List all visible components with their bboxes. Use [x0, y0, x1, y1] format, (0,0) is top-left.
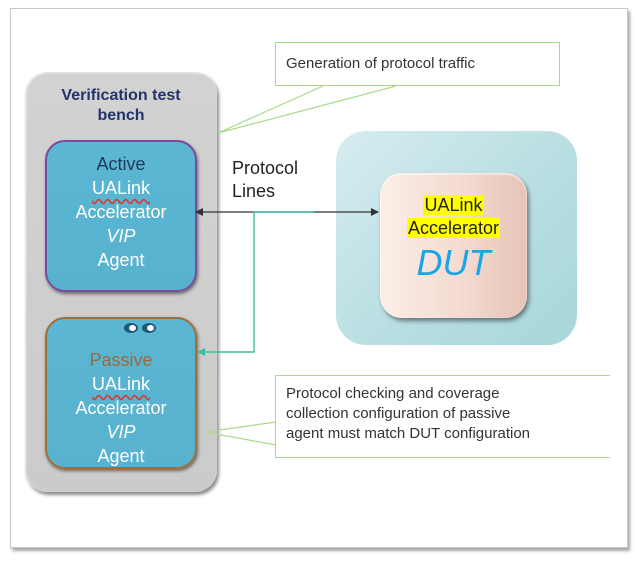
testbench-title-line2: bench: [97, 107, 145, 124]
protocol-lines-label: Protocol Lines: [232, 157, 298, 203]
active-agent-agent: Agent: [97, 250, 145, 270]
generation-callout-text: Generation of protocol traffic: [286, 55, 475, 72]
passive-agent-block: Passive UALink Accelerator VIP Agent: [45, 317, 197, 469]
checking-callout-line1: Protocol checking and coverage: [286, 385, 500, 402]
passive-agent-accelerator: Accelerator: [75, 398, 167, 418]
active-agent-vip: VIP: [106, 226, 136, 246]
passive-agent-ualink: UALink: [91, 374, 151, 394]
checking-callout-line2: collection configuration of passive: [286, 405, 511, 422]
checking-callout: Protocol checking and coverage collectio…: [275, 375, 610, 458]
dut-ualink-label: UALink: [423, 195, 484, 215]
dut-block: UALink Accelerator DUT: [380, 173, 527, 318]
active-agent-label: Active: [96, 154, 146, 174]
verification-testbench: Verification test bench Active UALink Ac…: [25, 72, 217, 492]
passive-agent-label: Passive: [89, 350, 153, 370]
protocol-lines-label-line1: Protocol: [232, 158, 299, 178]
active-agent-block: Active UALink Accelerator VIP Agent: [45, 140, 197, 292]
dut-label: DUT: [416, 242, 491, 283]
protocol-lines-label-line2: Lines: [232, 181, 276, 201]
eyes-icon: [124, 323, 156, 333]
active-agent-accelerator: Accelerator: [75, 202, 167, 222]
generation-callout: Generation of protocol traffic: [275, 42, 560, 86]
passive-agent-vip: VIP: [106, 422, 136, 442]
testbench-title: Verification test bench: [25, 86, 217, 126]
testbench-title-line1: Verification test: [61, 87, 181, 104]
passive-agent-agent: Agent: [97, 446, 145, 466]
checking-callout-line3: agent must match DUT configuration: [286, 425, 531, 442]
active-agent-ualink: UALink: [91, 178, 151, 198]
dut-accelerator-label: Accelerator: [406, 218, 501, 238]
